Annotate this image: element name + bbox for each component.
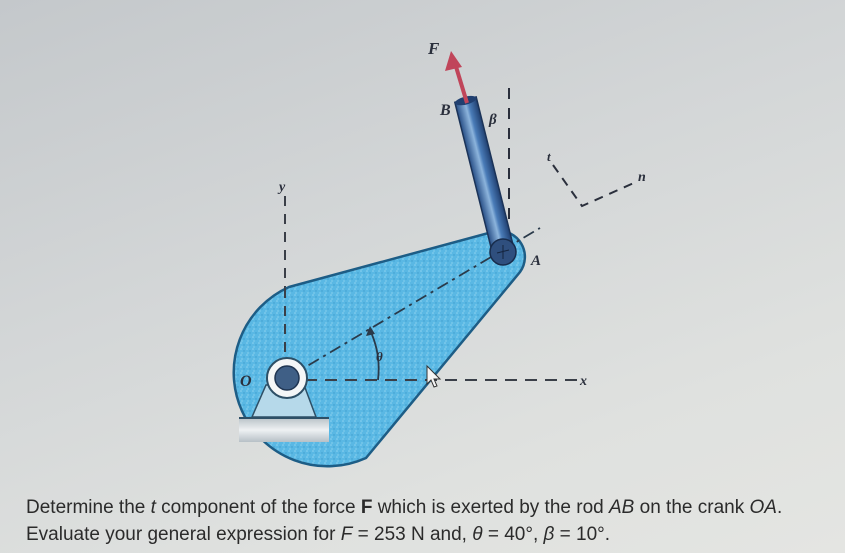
problem-text: Determine the bbox=[26, 497, 151, 518]
var-t: t bbox=[150, 497, 156, 518]
var-oa: OA bbox=[749, 497, 777, 518]
pivot-o-pin bbox=[274, 365, 300, 391]
problem-text: . Evaluate your general expression for bbox=[26, 497, 783, 545]
label-a: A bbox=[530, 253, 541, 269]
var-f: F bbox=[340, 524, 353, 545]
label-y: y bbox=[277, 180, 286, 195]
theta-arrowhead bbox=[366, 326, 375, 336]
label-n: n bbox=[638, 170, 646, 185]
var-force-bold: F bbox=[360, 497, 373, 518]
label-b: B bbox=[439, 102, 451, 119]
var-ab: AB bbox=[609, 497, 635, 518]
problem-text: which is exerted by the rod bbox=[372, 497, 609, 518]
mouse-cursor-icon bbox=[426, 364, 442, 388]
label-o: O bbox=[240, 373, 252, 390]
t-n-axes bbox=[552, 164, 637, 208]
problem-text: component of the force bbox=[155, 497, 361, 518]
problem-text: = 253 N and, bbox=[352, 524, 473, 545]
label-t: t bbox=[547, 149, 551, 164]
rod-ab bbox=[453, 95, 516, 256]
label-beta: β bbox=[488, 112, 497, 128]
ground-base bbox=[239, 418, 329, 442]
joint-a-pin bbox=[496, 245, 510, 259]
force-arrow-head bbox=[445, 51, 462, 71]
var-theta: θ bbox=[472, 524, 483, 545]
label-f: F bbox=[427, 39, 440, 58]
var-beta: β bbox=[543, 524, 555, 545]
problem-text: on the crank bbox=[634, 497, 750, 518]
problem-statement: Determine the t component of the force F… bbox=[26, 494, 826, 548]
problem-text: = 40°, bbox=[482, 524, 544, 545]
label-x: x bbox=[579, 374, 587, 389]
label-theta: θ bbox=[376, 349, 383, 364]
problem-text: = 10°. bbox=[554, 524, 611, 545]
